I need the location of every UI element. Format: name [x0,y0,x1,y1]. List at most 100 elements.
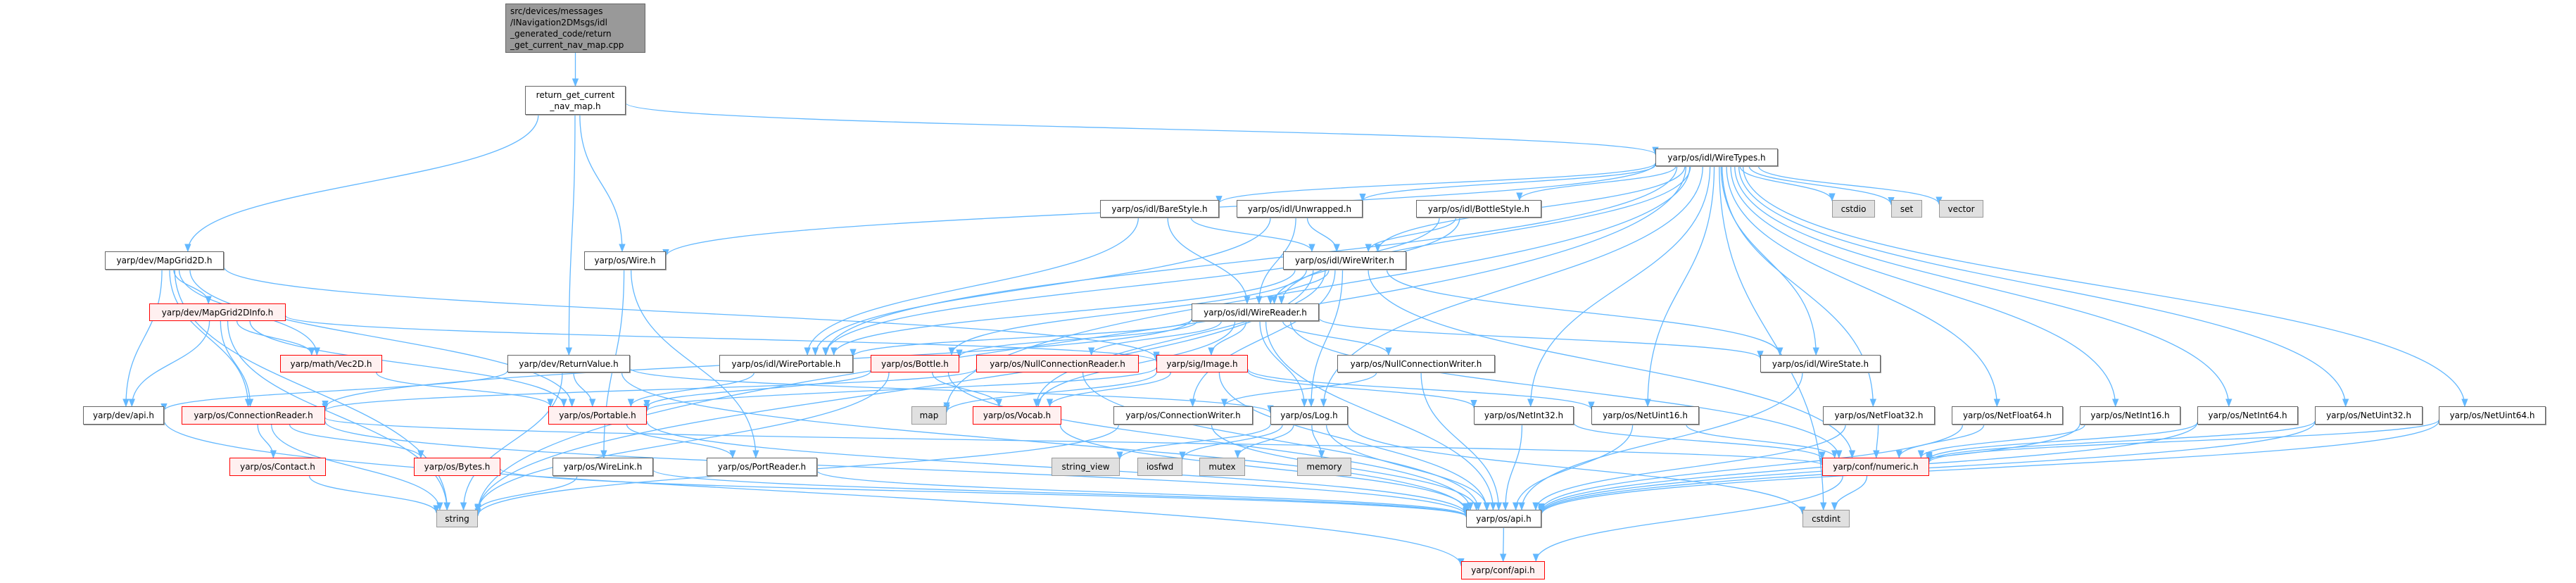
node-map: map [911,406,947,425]
edge-barestyle-to-wirewriter [1190,217,1315,253]
edge-wiretypes-to-wirereader [1278,165,1691,305]
edge-log-to-osapi [1325,424,1491,511]
node-nullwriter[interactable]: yarp/os/NullConnectionWriter.h [1337,355,1495,372]
edge-connreader-to-numeric [324,417,1826,466]
edge-mapinfo-to-vec2d [236,320,315,356]
node-src[interactable]: src/devices/messages /INavigation2DMsgs/… [505,4,645,53]
node-vocab[interactable]: yarp/os/Vocab.h [973,406,1061,425]
node-mapgrid[interactable]: yarp/dev/MapGrid2D.h [105,251,224,270]
edge-wirestate-to-osapi [1518,372,1803,511]
node-nullreader[interactable]: yarp/os/NullConnectionReader.h [976,355,1139,372]
node-osapi[interactable]: yarp/os/api.h [1466,510,1541,527]
edge-connreader-to-osapi [324,421,1470,517]
edge-wirereader-to-nullreader [1088,320,1223,356]
edge-numeric-to-confapi [1532,475,1843,563]
node-iosfwd: iosfwd [1137,458,1182,476]
edge-netfloat32-to-numeric [1873,424,1880,459]
node-netfloat64[interactable]: yarp/os/NetFloat64.h [1952,406,2063,425]
edge-unwrapped-to-wireportable [812,217,1271,356]
node-rgc[interactable]: return_get_current _nav_map.h [525,86,626,115]
edge-mapgrid-to-image [223,266,1160,361]
node-connreader[interactable]: yarp/os/ConnectionReader.h [182,406,325,425]
edge-netfloat64-to-osapi [1538,424,1964,512]
node-netfloat32[interactable]: yarp/os/NetFloat32.h [1823,406,1935,425]
node-bottlestyle[interactable]: yarp/os/idl/BottleStyle.h [1416,200,1541,218]
node-netuint16[interactable]: yarp/os/NetUint16.h [1591,406,1699,425]
node-cstdio: cstdio [1832,200,1875,218]
edge-unwrapped-to-wirereader [1256,217,1296,305]
node-connwriter[interactable]: yarp/os/ConnectionWriter.h [1113,406,1253,425]
edge-wiretypes-to-netuint16 [1644,165,1715,408]
edge-wirelink-to-string [474,475,578,513]
edge-wirereader-to-bottle [956,320,1198,358]
node-bytes[interactable]: yarp/os/Bytes.h [414,458,500,476]
edge-returnvalue-to-devapi [160,370,508,412]
node-netint64[interactable]: yarp/os/NetInt64.h [2197,406,2298,425]
edge-bottlestyle-to-wirewriter [1365,217,1457,253]
node-wireportable[interactable]: yarp/os/idl/WirePortable.h [719,355,853,372]
node-confapi[interactable]: yarp/conf/api.h [1461,561,1545,579]
node-image[interactable]: yarp/sig/Image.h [1156,355,1248,372]
node-returnvalue[interactable]: yarp/dev/ReturnValue.h [507,355,630,372]
node-portreader[interactable]: yarp/os/PortReader.h [707,458,817,476]
node-netint16[interactable]: yarp/os/NetInt16.h [2080,406,2180,425]
edge-bottle-to-osapi [947,372,1474,511]
edge-netint16-to-osapi [1538,423,2081,513]
edge-netint32-to-osapi [1502,424,1523,511]
edge-wiretypes-to-netuint64 [1742,165,2468,408]
edge-contact-to-string [308,475,440,514]
edge-mapinfo-to-connreader [220,320,254,408]
edge-netuint64-to-osapi [1538,420,2439,516]
edge-image-to-osapi [1218,372,1490,511]
edge-nullreader-to-osapi [1082,372,1482,511]
node-log[interactable]: yarp/os/Log.h [1270,406,1348,425]
node-set: set [1891,200,1922,218]
edge-connreader-to-string [271,424,443,511]
node-vec2d[interactable]: yarp/math/Vec2D.h [280,355,382,372]
node-devapi[interactable]: yarp/dev/api.h [83,406,164,425]
edge-wiretypes-to-wirestate [1720,165,1819,356]
node-wirelink[interactable]: yarp/os/WireLink.h [553,458,653,476]
edge-rgc-to-mapgrid [184,114,539,253]
node-wirereader[interactable]: yarp/os/idl/WireReader.h [1192,303,1319,321]
edge-netfloat64-to-numeric [1895,424,1985,459]
edge-mapinfo-to-image [285,315,1160,363]
edge-wirereader-to-nullwriter [1282,320,1392,356]
edge-wirewriter-to-log [1308,269,1344,408]
node-netint32[interactable]: yarp/os/NetInt32.h [1474,406,1574,425]
node-wirestate[interactable]: yarp/os/idl/WireState.h [1760,355,1881,372]
edge-returnvalue-to-log [629,368,1274,414]
edge-wireportable-to-portable [627,372,755,408]
node-unwrapped[interactable]: yarp/os/idl/Unwrapped.h [1237,200,1363,218]
edge-wiretypes-to-netint32 [1527,165,1711,408]
node-contact[interactable]: yarp/os/Contact.h [229,458,326,476]
edge-log-to-mutex [1234,424,1294,459]
edge-log-to-memory [1311,424,1325,459]
edge-wirereader-to-image [1208,320,1247,356]
edge-barestyle-to-wireportable [804,217,1139,356]
edge-wirewriter-to-vocab [1033,269,1326,408]
edge-bytes-to-osapi [500,468,1470,518]
node-netuint32[interactable]: yarp/os/NetUint32.h [2315,406,2423,425]
edge-netint32-to-numeric [1573,422,1826,460]
edge-wirereader-to-wireportable [850,318,1192,358]
node-wirewriter[interactable]: yarp/os/idl/WireWriter.h [1283,251,1406,270]
edge-nullwriter-to-osapi [1420,372,1503,511]
node-bottle[interactable]: yarp/os/Bottle.h [871,355,959,372]
node-numeric[interactable]: yarp/conf/numeric.h [1822,458,1929,476]
edge-netint64-to-numeric [1926,422,2198,460]
edge-nullwriter-to-connwriter [1220,372,1377,408]
edge-wirelink-to-osapi [652,469,1470,518]
node-portable[interactable]: yarp/os/Portable.h [548,406,647,425]
edge-mapinfo-to-portable [249,320,567,408]
edge-unwrapped-to-wirewriter [1306,217,1340,253]
node-mapinfo[interactable]: yarp/dev/MapGrid2DInfo.h [149,303,286,321]
edge-vec2d-to-portable [376,372,554,408]
edge-barestyle-to-wirereader [1167,217,1251,305]
node-wiretypes[interactable]: yarp/os/idl/WireTypes.h [1655,149,1778,166]
edge-wirewriter-to-wirestate [1386,269,1783,356]
node-barestyle[interactable]: yarp/os/idl/BareStyle.h [1100,200,1219,218]
node-wire[interactable]: yarp/os/Wire.h [584,251,666,270]
node-netuint64[interactable]: yarp/os/NetUint64.h [2439,406,2546,425]
